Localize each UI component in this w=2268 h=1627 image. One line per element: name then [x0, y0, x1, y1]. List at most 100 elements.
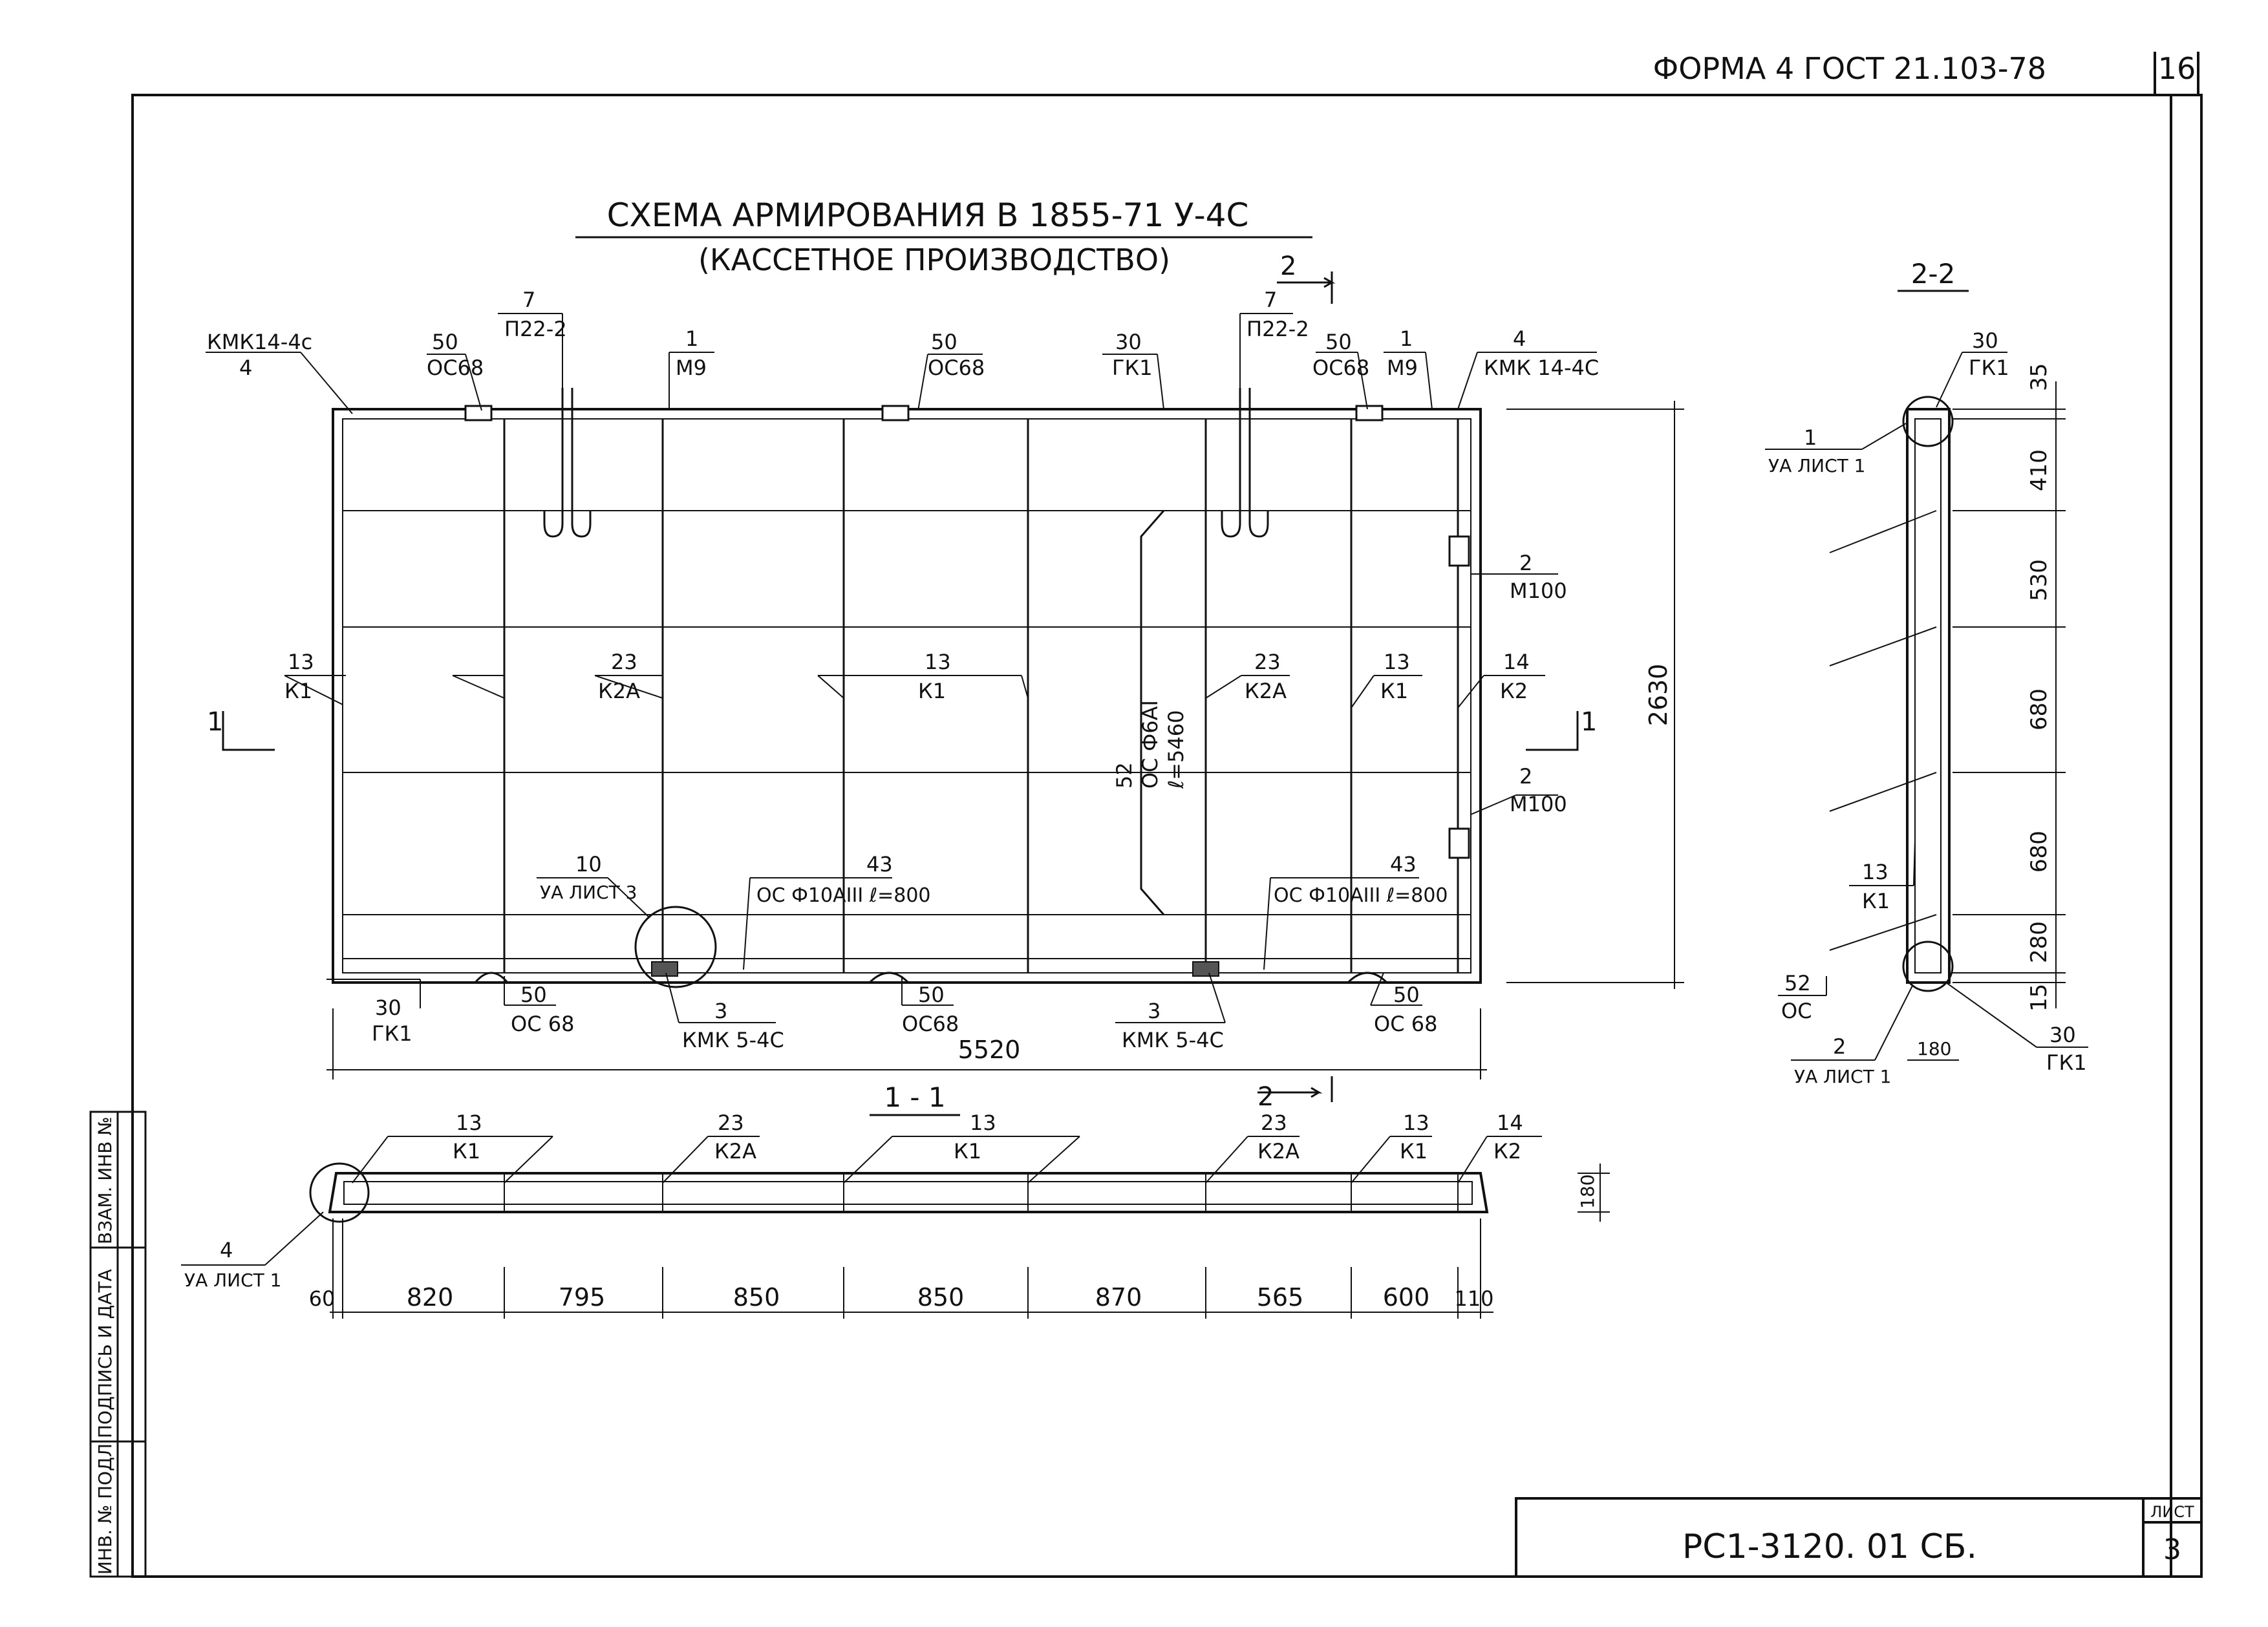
label-oc68-a-code: ОС68	[427, 356, 484, 380]
label-kmk5-b-code: КМК 5-4С	[1122, 1028, 1224, 1052]
s11-dim-850-b: 850	[917, 1283, 965, 1312]
s22-oc-code: ОС	[1781, 999, 1812, 1023]
label-k1-a-pos: 13	[288, 650, 314, 674]
s11-label-5-pos: 13	[1403, 1111, 1429, 1135]
stamp-vzam: ВЗАМ. ИНВ №	[94, 1116, 116, 1244]
cut-1-right: 1	[1581, 707, 1597, 737]
label-gk1-bottom-code: ГК1	[372, 1021, 412, 1046]
label-p22-a-code: П22-2	[504, 317, 567, 341]
label-kmk14-right-pos: 4	[1513, 326, 1526, 351]
s11-label-5-code: К1	[1400, 1139, 1428, 1164]
sheet-label: ЛИСТ	[2150, 1503, 2194, 1521]
label-oc68-c-pos: 50	[1325, 330, 1352, 354]
section-cut-marks: 2 2 1 1	[207, 251, 1597, 1112]
label-kmk14-left-pos: 4	[239, 356, 252, 380]
s11-label-4-pos: 23	[1261, 1111, 1287, 1135]
label-m100-a-pos: 2	[1519, 551, 1532, 575]
label-m9-b-pos: 1	[1400, 326, 1413, 351]
label-oc-vert-length: ℓ=5460	[1164, 710, 1188, 789]
s11-label-1-code: К1	[453, 1139, 480, 1164]
label-k2-a-code: К2	[1500, 679, 1528, 703]
label-ua3-pos: 10	[575, 852, 602, 877]
s11-dim-850-a: 850	[733, 1283, 780, 1312]
s22-dim-35: 35	[2026, 363, 2052, 391]
label-oc-vert-code: ОС Ф6АI	[1138, 700, 1162, 789]
label-oc68-d-pos: 50	[520, 983, 547, 1007]
section-11-title: 1 - 1	[884, 1081, 945, 1113]
label-oc68-b-pos: 50	[931, 330, 957, 354]
s22-dim-280: 280	[2026, 921, 2052, 963]
s22-dim-530: 530	[2026, 559, 2052, 601]
s22-dim-15: 15	[2026, 984, 2052, 1012]
label-kmk14-right-code: КМК 14-4С	[1484, 356, 1599, 380]
s22-gk1-bottom-pos: 30	[2049, 1023, 2076, 1047]
label-k1-b-code: К1	[918, 679, 946, 703]
s11-label-2-code: К2А	[714, 1139, 756, 1164]
s22-gk1-bottom-code: ГК1	[2046, 1050, 2087, 1075]
label-oc-vert-pos: 52	[1112, 762, 1137, 789]
label-oc68-a-pos: 50	[432, 330, 458, 354]
plan-labels: КМК14-4с 4 50 ОС68 7 П22-2 1 М9 50 ОС68 …	[207, 288, 1599, 1052]
label-k2a-b-pos: 23	[1254, 650, 1281, 674]
label-k1-c-pos: 13	[1384, 650, 1410, 674]
s11-label-6-code: К2	[1493, 1139, 1521, 1164]
s11-label-3-pos: 13	[970, 1111, 996, 1135]
s11-dim-820: 820	[407, 1283, 454, 1312]
label-k1-c-code: К1	[1380, 679, 1408, 703]
s22-ua1-top-code: УА ЛИСТ 1	[1768, 455, 1866, 476]
label-oc68-e-code: ОС68	[902, 1012, 959, 1036]
s11-thickness: 180	[1577, 1175, 1598, 1209]
s11-label-4-code: К2А	[1257, 1139, 1300, 1164]
s22-oc-pos: 52	[1784, 971, 1811, 995]
label-m100-b-pos: 2	[1519, 764, 1532, 789]
stamp-inv-podl: ИНВ. № ПОДЛ	[94, 1443, 116, 1575]
section-22-dims: 35 410 530 680 680 280 15	[2026, 363, 2052, 1012]
label-p22-b-code: П22-2	[1246, 317, 1309, 341]
s11-dim-60: 60	[309, 1286, 336, 1311]
side-stamp	[89, 1111, 147, 1578]
label-ua3-code: УА ЛИСТ 3	[540, 882, 637, 903]
label-oc68-d-code: ОС 68	[511, 1012, 574, 1036]
section-11-dims: 60 820 795 850 850 870 565 600 110	[309, 1283, 1494, 1312]
label-oc68-c-code: ОС68	[1312, 356, 1369, 380]
section-11-view	[181, 1136, 1610, 1319]
s11-dim-870: 870	[1095, 1283, 1142, 1312]
label-m100-a-code: М100	[1510, 579, 1567, 603]
label-kmk14-left-code: КМК14-4с	[207, 330, 312, 354]
label-m100-b-code: М100	[1510, 792, 1567, 816]
label-m9-b-code: М9	[1387, 356, 1418, 380]
label-p22-a-pos: 7	[522, 288, 535, 312]
label-k2a-a-pos: 23	[611, 650, 637, 674]
plan-dimension-lines	[326, 401, 1684, 1079]
cut-2-top: 2	[1280, 251, 1296, 281]
sheet-number-top: 16	[2158, 51, 2196, 86]
label-oc68-f-code: ОС 68	[1374, 1012, 1437, 1036]
label-kmk5-a-pos: 3	[714, 999, 727, 1023]
label-oc10-b-pos: 43	[1390, 852, 1417, 877]
label-kmk5-a-code: КМК 5-4С	[682, 1028, 784, 1052]
form-header: ФОРМА 4 ГОСТ 21.103-78	[1653, 51, 2046, 86]
s22-gk1-top-pos: 30	[1972, 328, 1998, 353]
label-oc68-f-pos: 50	[1393, 983, 1420, 1007]
s11-dim-565: 565	[1257, 1283, 1304, 1312]
stamp-podpis: ПОДПИСЬ И ДАТА	[94, 1269, 116, 1438]
label-m9-a-pos: 1	[685, 326, 698, 351]
s11-label-6-pos: 14	[1497, 1111, 1523, 1135]
s11-ua1-code: УА ЛИСТ 1	[184, 1270, 282, 1291]
s11-dim-600: 600	[1383, 1283, 1430, 1312]
s11-label-1-pos: 13	[456, 1111, 482, 1135]
dim-plan-height: 2630	[1644, 664, 1673, 727]
s22-dim-680-b: 680	[2026, 831, 2052, 873]
label-m9-a-code: М9	[676, 356, 707, 380]
s11-label-3-code: К1	[954, 1139, 981, 1164]
sheet-number: 3	[2163, 1533, 2181, 1566]
s22-k1-pos: 13	[1862, 860, 1888, 884]
label-k2a-a-code: К2А	[598, 679, 640, 703]
label-oc10-a-code: ОС Ф10АIII ℓ=800	[756, 884, 931, 907]
drawing-subtitle: (КАССЕТНОЕ ПРОИЗВОДСТВО)	[698, 242, 1170, 277]
s22-ua1-bottom-code: УА ЛИСТ 1	[1794, 1066, 1892, 1087]
label-oc10-b-code: ОС Ф10АIII ℓ=800	[1274, 884, 1448, 907]
label-oc68-b-code: ОС68	[928, 356, 985, 380]
section-11-labels: 13 К1 23 К2А 13 К1 23 К2А 13 К1 14 К2 4 …	[184, 1111, 1598, 1291]
